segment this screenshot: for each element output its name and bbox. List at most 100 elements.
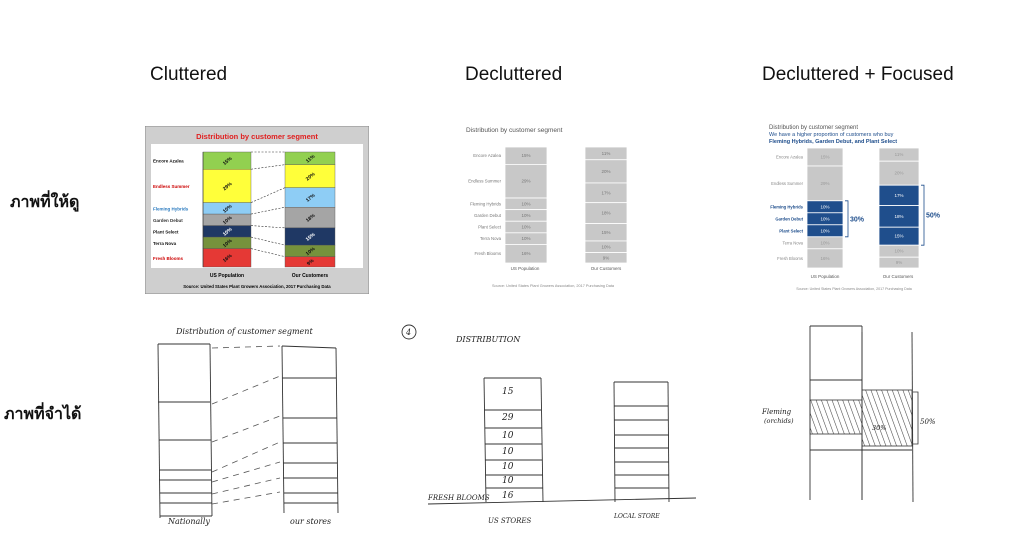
cluttered-source: Source: United States Plant Growers Asso… [183,284,331,289]
focused-col-customers: Our Customers [883,274,914,279]
decluttered-value-cust-0: 11% [602,151,611,156]
cluttered-category-2: Fleming Hybrids [153,206,189,211]
cluttered-connector [250,248,286,257]
sketch2-value-6: 16 [502,491,514,501]
cluttered-category-4: Plant Select [153,229,179,234]
sketch2-bottom-label: FRESH BLOOMS [427,494,490,502]
cluttered-category-0: Encore Azalea [153,159,184,164]
heading-decluttered: Decluttered [465,64,563,85]
cluttered-value-cust-4: 15% [305,231,317,242]
decluttered-value-us-6: 16% [521,251,530,256]
focused-value-cust-3: 18% [894,214,903,219]
sketch1-right-edge2 [335,347,339,514]
decluttered-source: Source: United States Plant Growers Asso… [492,284,615,288]
decluttered-bar-cust-6 [584,252,628,264]
cluttered-value-cust-0: 11% [305,153,317,164]
sketch2-value-0: 15 [502,387,514,397]
sketch1-title: Distribution of customer segment [175,327,313,336]
decluttered-value-us-4: 10% [521,225,530,230]
focused-value-us-3: 10% [820,216,829,221]
focused-bracket-customers [921,184,925,246]
sketch1-left-label: Nationally [167,517,210,526]
decluttered-chart: Distribution by customer segment 15%29%1… [453,121,653,291]
focused-chart: Distribution by customer segment We have… [761,120,947,292]
focused-value-us-2: 10% [820,204,829,209]
heading-cluttered: Cluttered [150,64,228,85]
focused-bracket-us [845,200,849,238]
focused-value-cust-5: 10% [894,249,903,254]
focused-value-us-1: 29% [820,181,829,186]
focused-value-cust-2: 17% [894,193,903,198]
decluttered-value-cust-4: 15% [601,230,610,235]
focused-category-4: Plant Select [779,228,803,233]
focused-subtitle-2: Fleming Hybrids, Garden Debut, and Plant… [769,139,897,145]
decluttered-value-us-2: 10% [521,201,530,206]
focused-value-us-0: 15% [820,155,829,160]
focused-bar-us-1 [806,165,844,202]
sketch2-right-label: LOCAL STORE [613,513,660,520]
decluttered-bar-us-1 [504,164,548,199]
focused-bar-cust-1 [878,160,920,186]
decluttered-category-6: Fresh Blooms [474,251,501,256]
focused-category-1: Endless Summer [771,181,803,186]
cluttered-value-us-0: 15% [222,156,234,167]
decluttered-col-us: US Population [511,266,540,271]
focused-value-us-4: 10% [820,228,829,233]
sketch1-right-label: our stores [290,517,331,526]
sketch3-mid-label: 30% [872,424,886,432]
focused-total-us: 30% [850,216,865,223]
cluttered-category-3: Garden Debut [153,218,183,223]
focused-category-3: Garden Debut [775,216,803,221]
decluttered-category-3: Garden Debut [474,213,502,218]
focused-category-0: Encore Azalea [776,155,804,160]
cluttered-category-1: Endless Summer [153,184,190,189]
sketch3-right-label: 50% [920,418,936,426]
cluttered-value-us-4: 10% [222,226,234,237]
cluttered-col-us: US Population [210,273,244,279]
focused-value-cust-6: 9% [896,260,903,265]
sketch1-right-edge [281,345,285,514]
sketch-cluttered: Distribution of customer segment Nationa… [140,318,372,528]
sketch2-left-label: US STORES [488,517,532,525]
focused-value-cust-0: 11% [895,152,904,157]
cluttered-value-cust-2: 17% [305,192,317,203]
focused-col-us: US Population [811,274,840,279]
cluttered-category-5: Terra Nova [153,241,177,246]
cluttered-col-customers: Our Customers [292,273,329,279]
focused-category-6: Fresh Blooms [777,256,803,261]
sketch3-left-highlight [809,399,863,435]
focused-subtitle-1: We have a higher proportion of customers… [769,132,894,138]
decluttered-value-cust-1: 20% [601,169,610,174]
cluttered-category-6: Fresh Blooms [153,256,184,261]
focused-title: Distribution by customer segment [769,125,858,131]
sketch2-number-circle [401,324,417,340]
cluttered-title: Distribution by customer segment [196,132,318,141]
decluttered-value-cust-3: 18% [601,211,610,216]
sketch3-right-highlight [861,389,913,447]
cluttered-value-us-2: 10% [222,203,234,214]
decluttered-value-us-0: 15% [521,153,530,158]
sketch3-label-1: Fleming [761,408,792,416]
sketch2-number: 4 [405,328,411,337]
focused-source: Source: United States Plant Growers Asso… [796,287,911,291]
decluttered-category-5: Terra Nova [480,236,502,241]
decluttered-bar-us-6 [504,244,548,264]
focused-value-cust-4: 15% [894,234,903,239]
cluttered-value-cust-6: 9% [306,258,316,268]
cluttered-value-us-6: 16% [222,253,234,264]
sketch2-value-1: 29 [501,413,514,423]
cluttered-connector [250,206,286,215]
cluttered-bar-cust-6 [284,256,336,268]
decluttered-category-0: Encore Azalea [473,153,501,158]
cluttered-connector [250,164,286,170]
decluttered-col-customers: Our Customers [591,266,622,271]
decluttered-value-us-3: 10% [521,213,530,218]
cluttered-value-cust-1: 20% [305,171,317,182]
decluttered-value-cust-6: 9% [603,255,610,260]
decluttered-value-cust-2: 17% [601,190,610,195]
cluttered-value-us-1: 29% [222,181,234,192]
sketch2-title: DISTRIBUTION [455,335,521,344]
sketch3-label-2: (orchids) [764,417,794,425]
focused-total-customers: 50% [926,213,941,220]
